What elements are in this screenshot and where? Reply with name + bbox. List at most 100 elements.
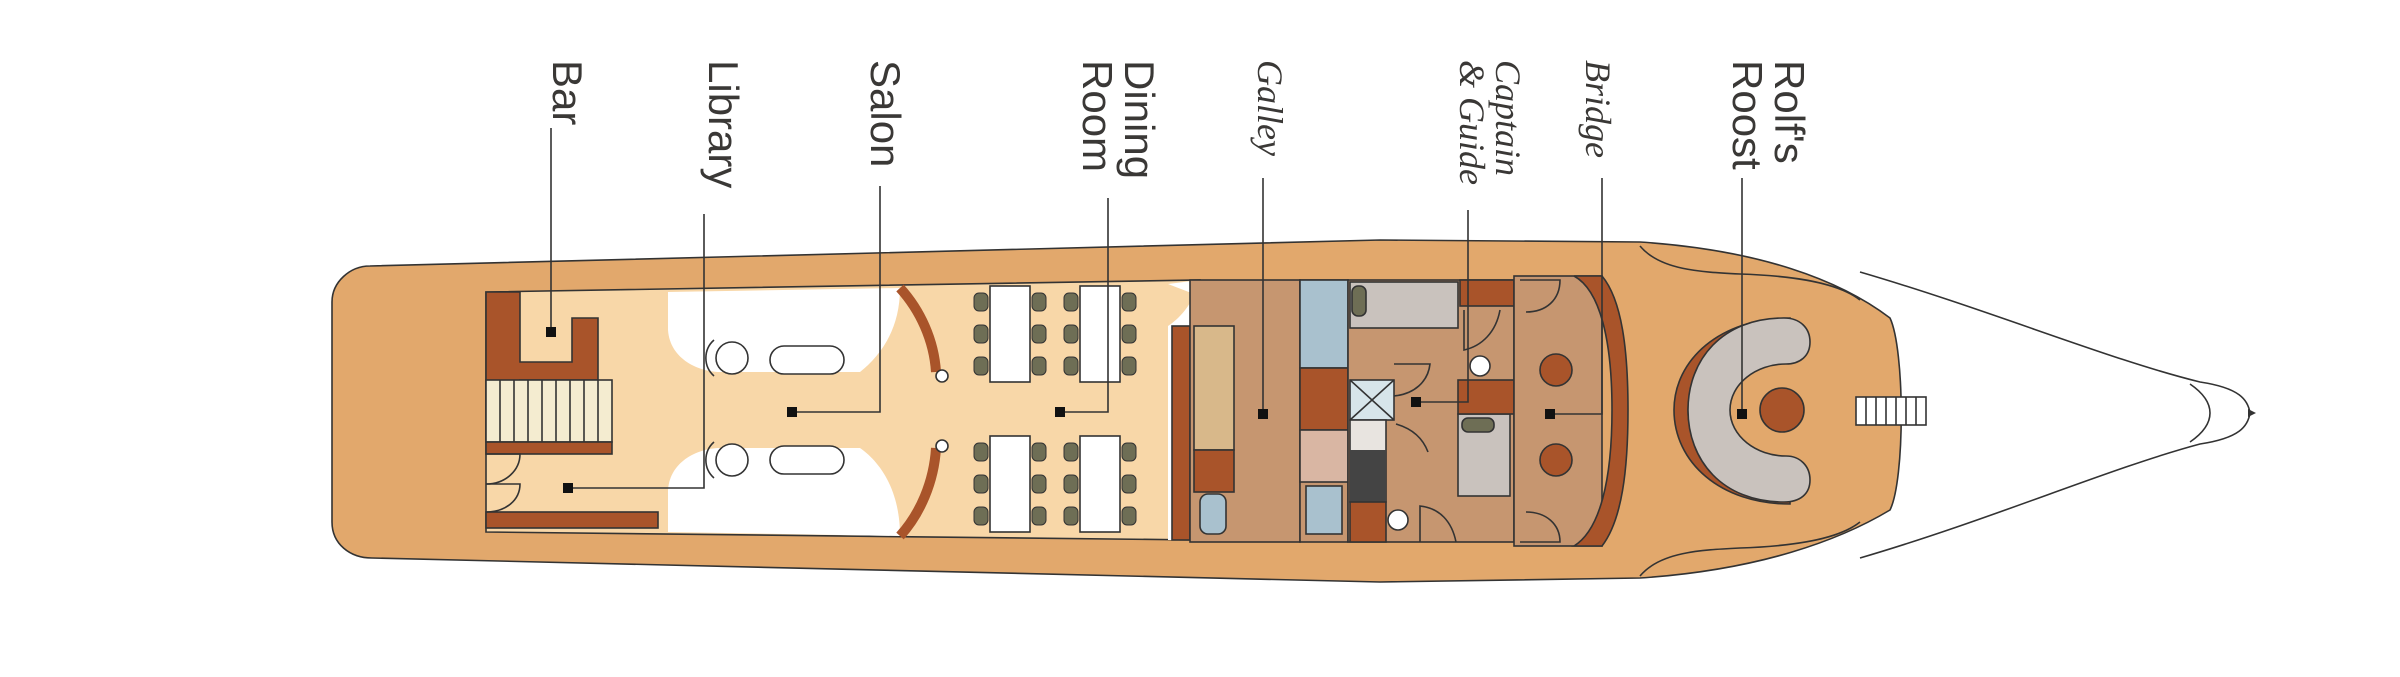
salon-divider-top <box>896 284 941 373</box>
dining-chair <box>1063 324 1079 344</box>
dining-table-3 <box>989 435 1031 533</box>
salon-chair-top-back <box>705 339 715 377</box>
salon-chair-bottom <box>715 443 749 477</box>
stairs <box>485 379 613 443</box>
dining-chair <box>1063 292 1079 312</box>
bridge-helm-seat-2 <box>1539 443 1573 477</box>
dining-chair <box>973 292 989 312</box>
label-bar: Bar <box>544 60 591 126</box>
dining-chair <box>973 356 989 376</box>
label-bridge: Bridge <box>1578 60 1618 158</box>
salon-chair-top <box>715 341 749 375</box>
galley-sink <box>1199 493 1227 535</box>
label-leaders <box>546 128 1747 493</box>
salon-post-top <box>935 369 949 383</box>
leader-marker-captain <box>1411 397 1421 407</box>
bridge-floor <box>1513 275 1603 547</box>
door-arc-2 <box>485 483 521 513</box>
label-captain-guide: Captain & Guide <box>1452 60 1528 185</box>
galley-locker-2 <box>1299 367 1349 431</box>
leader-marker-bridge <box>1545 409 1555 419</box>
dining-chair <box>1121 292 1137 312</box>
dining-chair <box>973 474 989 494</box>
label-dining-room: Dining Room <box>1074 60 1163 180</box>
cabin-door-4 <box>1395 423 1429 453</box>
leader-marker-library <box>563 483 573 493</box>
label-rolfs-roost: Rolf's Roost <box>1724 60 1813 170</box>
rolfs-roost-table <box>1759 387 1805 433</box>
cabin-sink-1 <box>1469 355 1491 377</box>
label-salon: Salon <box>862 60 909 168</box>
galley-locker-3 <box>1299 429 1349 483</box>
stairs-landing <box>485 441 613 455</box>
dining-chair <box>1063 474 1079 494</box>
label-library: Library <box>700 60 747 189</box>
dining-chair <box>1121 506 1137 526</box>
leader-marker-bar <box>546 327 556 337</box>
dining-chair <box>1063 442 1079 462</box>
guide-cabin-pillow <box>1461 417 1495 433</box>
leader-line-captain <box>1416 210 1469 403</box>
dining-chair <box>1063 356 1079 376</box>
dining-chair <box>1031 474 1047 494</box>
dining-chair <box>1031 506 1047 526</box>
bridge-door-2 <box>1520 511 1561 543</box>
leader-line-dining <box>1060 198 1109 413</box>
bow-ladder-rungs <box>1865 397 1917 425</box>
salon-chair-bottom-back <box>705 441 715 479</box>
salon-table-bottom <box>769 445 845 475</box>
library-shelf <box>485 511 659 529</box>
dining-chair <box>973 442 989 462</box>
dining-chair <box>1031 442 1047 462</box>
bow-deck-line-top <box>1639 245 1861 301</box>
captain-toilet-block <box>1350 450 1386 502</box>
dining-chair <box>1121 442 1137 462</box>
dining-chair <box>1121 324 1137 344</box>
label-galley: Galley <box>1250 60 1290 156</box>
cabin-sink-2 <box>1387 509 1409 531</box>
dining-chair <box>973 324 989 344</box>
dining-chair <box>1031 292 1047 312</box>
dining-chair <box>1031 356 1047 376</box>
bow-tip-icon <box>2248 409 2256 417</box>
rolfs-roost-sofa <box>1687 317 1811 503</box>
leader-marker-rolfs <box>1737 409 1747 419</box>
dining-chair <box>1031 324 1047 344</box>
bow-ladder <box>1855 396 1927 426</box>
galley-locker-1 <box>1299 279 1349 369</box>
leader-marker-dining <box>1055 407 1065 417</box>
leader-marker-salon <box>787 407 797 417</box>
captain-bed <box>1349 281 1459 329</box>
salon-divider-bottom <box>896 447 941 540</box>
dining-chair <box>973 506 989 526</box>
bridge-console <box>1571 275 1629 547</box>
captain-shower-drain <box>1349 379 1395 421</box>
dining-chair <box>1121 474 1137 494</box>
cabin-partition-1 <box>1457 379 1515 415</box>
bridge-helm-seat-1 <box>1539 353 1573 387</box>
bow-deck-line-bottom <box>1639 521 1861 577</box>
captain-pillow <box>1351 285 1367 317</box>
stair-treads <box>499 380 599 442</box>
dining-furniture <box>973 285 1137 533</box>
dining-chair <box>1121 356 1137 376</box>
leader-line-bridge <box>1550 178 1603 415</box>
dining-chair <box>1063 506 1079 526</box>
cabin-door-1 <box>1463 309 1501 351</box>
salon-post-bottom <box>935 439 949 453</box>
dining-table-1 <box>989 285 1031 383</box>
leader-line-salon <box>792 186 881 413</box>
dining-table-2 <box>1079 285 1121 383</box>
galley-counter <box>1193 325 1235 451</box>
dining-table-4 <box>1079 435 1121 533</box>
captain-wardrobe <box>1349 501 1387 543</box>
leader-marker-galley <box>1258 409 1268 419</box>
galley-wall <box>1171 325 1191 541</box>
bow-inner-line <box>2189 383 2211 443</box>
salon-table-top <box>769 345 845 375</box>
galley-locker-4 <box>1305 485 1343 535</box>
cabin-door-2 <box>1419 505 1457 543</box>
bridge-door-1 <box>1520 279 1561 313</box>
